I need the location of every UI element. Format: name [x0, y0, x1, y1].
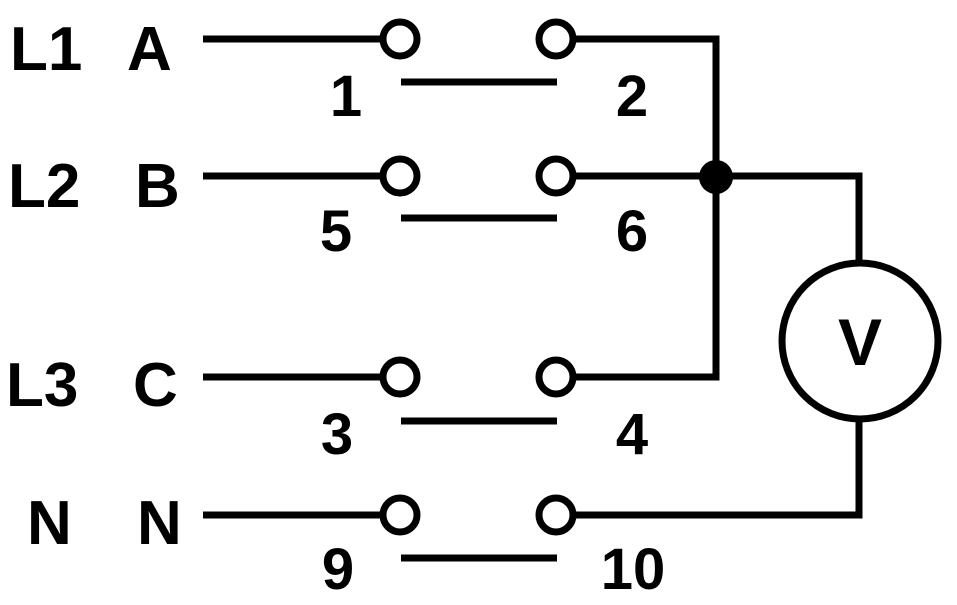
terminal-number-2: 2 [616, 64, 648, 129]
terminal-number-1: 1 [330, 64, 362, 129]
terminal-number-10: 10 [601, 537, 666, 600]
terminal-3 [379, 356, 421, 398]
terminal-6 [535, 155, 577, 197]
voltmeter-icon [778, 259, 942, 423]
meter-lead-bottom [573, 422, 863, 519]
terminal-9 [379, 494, 421, 536]
terminal-5 [379, 155, 421, 197]
line-label-l1: L1 [10, 15, 82, 84]
terminal-10 [535, 494, 577, 536]
phase-label-c: C [133, 351, 178, 420]
junction-dot [699, 160, 733, 194]
terminal-4 [535, 356, 577, 398]
terminal-1 [379, 18, 421, 60]
line-label-n: N [27, 489, 72, 558]
phase-label-a: A [127, 15, 172, 84]
line-label-l2: L2 [8, 152, 80, 221]
terminal-number-9: 9 [322, 537, 354, 600]
line-label-l3: L3 [6, 351, 78, 420]
phase-label-b: B [135, 152, 180, 221]
terminal-number-5: 5 [320, 199, 352, 264]
meter-lead-top [855, 172, 863, 262]
phase-label-n: N [137, 489, 182, 558]
terminal-2 [535, 18, 577, 60]
terminal-number-6: 6 [616, 199, 648, 264]
terminal-number-4: 4 [616, 402, 648, 467]
voltmeter-symbol: V [838, 305, 882, 379]
terminal-number-3: 3 [321, 402, 353, 467]
common-bus [573, 35, 720, 381]
